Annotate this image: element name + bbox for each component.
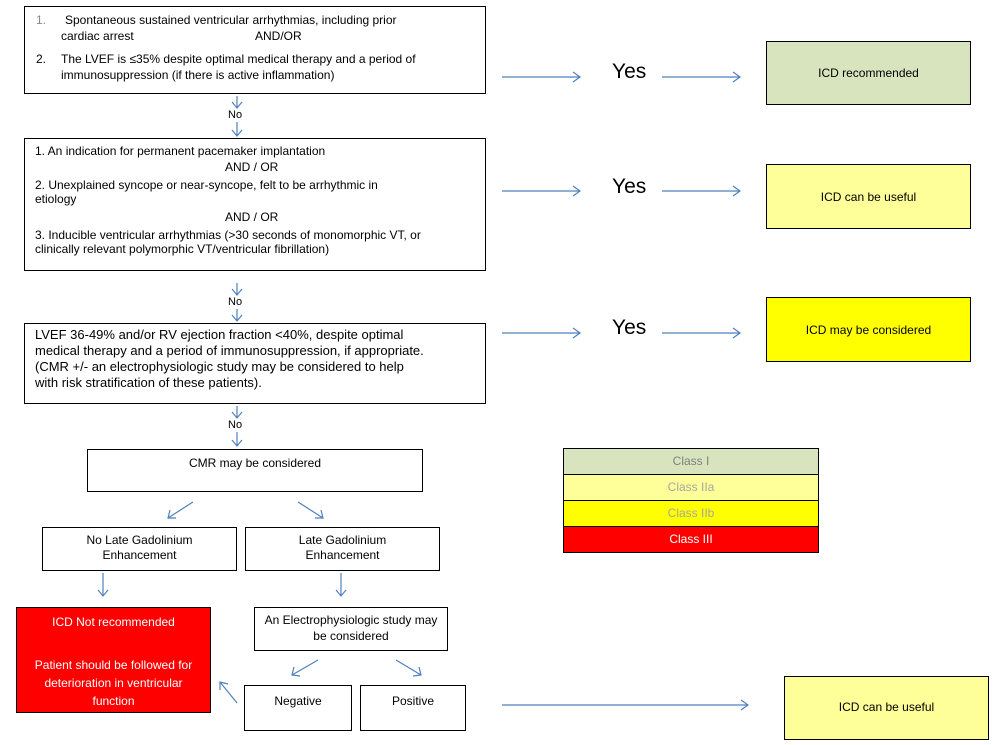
legend-class-iib: Class IIb bbox=[563, 500, 819, 527]
criteria-box-2: 1. An indication for permanent pacemaker… bbox=[24, 138, 486, 271]
and-or-label: AND/OR bbox=[255, 29, 302, 43]
icd-not-recommended-box: ICD Not recommended Patient should be fo… bbox=[16, 607, 211, 713]
arrow-box2-to-yes bbox=[502, 185, 582, 197]
arrow-down-1b bbox=[231, 122, 243, 137]
criterion-2-line-1: The LVEF is ≤35% despite optimal medical… bbox=[61, 52, 416, 66]
item-number-1: 1. bbox=[36, 13, 47, 27]
no-label-1: No bbox=[228, 109, 243, 121]
arrow-down-2b bbox=[231, 309, 243, 322]
criteria-box-1: 1. Spontaneous sustained ventricular arr… bbox=[24, 6, 486, 94]
negative-box: Negative bbox=[244, 685, 352, 731]
arrow-cmr-to-no-lge bbox=[167, 501, 194, 519]
legend-class-iia: Class IIa bbox=[563, 474, 819, 501]
criteria-box-3: LVEF 36-49% and/or RV ejection fraction … bbox=[24, 323, 486, 404]
outcome-icd-may-be-considered: ICD may be considered bbox=[766, 297, 971, 362]
item-number-2: 2. bbox=[36, 52, 47, 66]
not-recommended-title: ICD Not recommended bbox=[52, 615, 175, 629]
legend-class-iii: Class III bbox=[563, 526, 819, 553]
arrow-yes-to-considered bbox=[662, 327, 742, 339]
no-lge-box: No Late Gadolinium Enhancement bbox=[42, 527, 237, 571]
criterion-1-line-2: cardiac arrest bbox=[61, 29, 134, 43]
cmr-box: CMR may be considered bbox=[87, 449, 423, 492]
criterion-2-line-2: immunosuppression (if there is active in… bbox=[61, 68, 335, 82]
lge-box: Late Gadolinium Enhancement bbox=[245, 527, 440, 571]
and-or-label: AND / OR bbox=[225, 210, 279, 224]
arrow-down-2a bbox=[231, 283, 243, 296]
criterion-line-1: LVEF 36-49% and/or RV ejection fraction … bbox=[35, 327, 404, 342]
and-or-label: AND / OR bbox=[225, 160, 279, 174]
arrow-negative-to-not-recommended bbox=[219, 681, 238, 704]
yes-label-2: Yes bbox=[612, 175, 647, 198]
arrow-ep-to-positive bbox=[395, 659, 422, 677]
criterion-line-4: with risk stratification of these patien… bbox=[35, 375, 262, 390]
no-label-3: No bbox=[228, 419, 243, 431]
criterion-line-2: 2. Unexplained syncope or near-syncope, … bbox=[35, 178, 378, 192]
criterion-line-3: 3. Inducible ventricular arrhythmias (>3… bbox=[35, 228, 421, 242]
criterion-line-3b: clinically relevant polymorphic VT/ventr… bbox=[35, 242, 330, 256]
arrow-box1-to-yes bbox=[502, 71, 582, 83]
no-label-2: No bbox=[228, 296, 243, 308]
outcome-icd-recommended: ICD recommended bbox=[766, 41, 971, 105]
legend-class-i: Class I bbox=[563, 448, 819, 475]
arrow-yes-to-useful bbox=[662, 185, 742, 197]
arrow-positive-to-useful bbox=[502, 699, 750, 711]
arrow-box3-to-yes bbox=[502, 327, 582, 339]
ep-study-box: An Electrophysiologic study may be consi… bbox=[254, 607, 448, 651]
arrow-lge-down bbox=[335, 573, 347, 597]
criterion-line-2b: etiology bbox=[35, 192, 77, 206]
arrow-ep-to-negative bbox=[291, 659, 319, 677]
positive-box: Positive bbox=[360, 685, 466, 731]
outcome-icd-can-be-useful-final: ICD can be useful bbox=[784, 676, 989, 740]
arrow-down-3b bbox=[231, 432, 243, 447]
criterion-line-2: medical therapy and a period of immunosu… bbox=[35, 343, 424, 358]
yes-label-3: Yes bbox=[612, 316, 647, 339]
arrow-yes-to-recommended bbox=[662, 71, 742, 83]
arrow-down-1a bbox=[231, 96, 243, 109]
arrow-cmr-to-lge bbox=[297, 501, 324, 519]
criterion-line-3: (CMR +/- an electrophysiologic study may… bbox=[35, 359, 404, 374]
criterion-line-1: 1. An indication for permanent pacemaker… bbox=[35, 144, 326, 158]
yes-label-1: Yes bbox=[612, 60, 647, 83]
criterion-1-line-1: Spontaneous sustained ventricular arrhyt… bbox=[65, 13, 397, 27]
arrow-down-3a bbox=[231, 406, 243, 419]
not-recommended-body: Patient should be followed for deteriora… bbox=[34, 658, 193, 708]
arrow-no-lge-down bbox=[97, 573, 109, 597]
outcome-icd-can-be-useful: ICD can be useful bbox=[766, 164, 971, 229]
